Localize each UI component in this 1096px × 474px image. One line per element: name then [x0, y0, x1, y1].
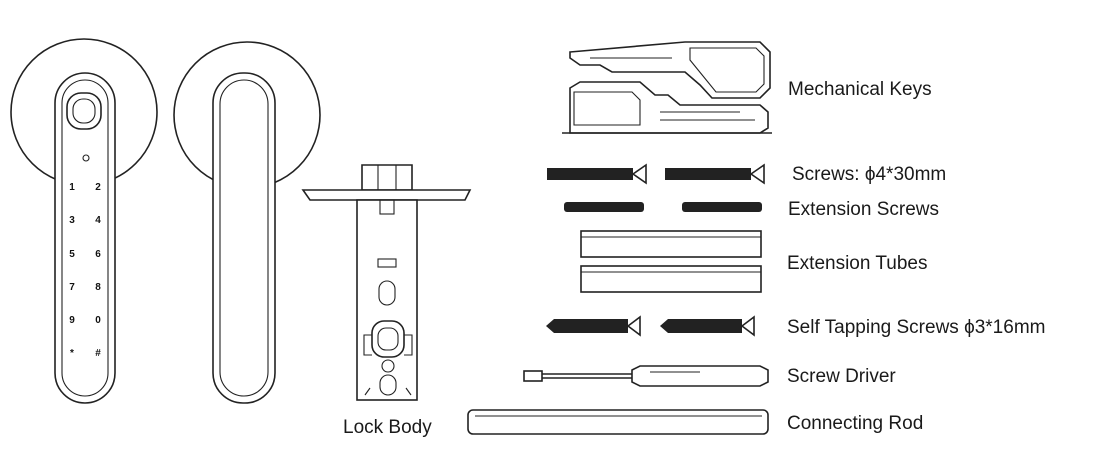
mechanical-keys-label: Mechanical Keys: [788, 79, 932, 100]
self-tapping-screws-label: Self Tapping Screws ϕ3*16mm: [787, 317, 1045, 338]
connecting-rod-drawing: [467, 409, 769, 435]
extension-screws-drawing: [564, 202, 762, 212]
screws-label: Screws: ϕ4*30mm: [792, 164, 946, 185]
key-3: 3: [69, 215, 75, 226]
extension-tubes-label: Extension Tubes: [787, 253, 927, 274]
connecting-rod-label: Connecting Rod: [787, 413, 923, 434]
key-0: 0: [95, 315, 101, 326]
screw-driver-label: Screw Driver: [787, 366, 896, 387]
key-8: 8: [95, 282, 101, 293]
key-star: *: [70, 348, 74, 359]
screw-driver-drawing: [523, 365, 769, 387]
front-handle-keypad: 1 2 3 4 5 6 7 8 9 0 * #: [10, 38, 158, 404]
extension-tubes-drawing: [580, 230, 762, 293]
lock-body-label: Lock Body: [343, 417, 432, 438]
screws-4x30-drawing: [547, 163, 765, 185]
key-9: 9: [69, 315, 75, 326]
keypad: 1 2 3 4 5 6 7 8 9 0 * #: [69, 182, 101, 359]
key-2: 2: [95, 182, 101, 193]
lock-body: Lock Body: [301, 164, 472, 438]
key-1: 1: [69, 182, 75, 193]
back-handle: [173, 41, 321, 404]
key-7: 7: [69, 282, 75, 293]
mechanical-keys-drawing: [562, 41, 772, 134]
self-tapping-screws-drawing: [546, 315, 755, 337]
fingerprint-sensor: [66, 92, 102, 130]
extension-screws-label: Extension Screws: [788, 199, 939, 220]
key-6: 6: [95, 249, 101, 260]
key-5: 5: [69, 249, 75, 260]
key-hash: #: [95, 348, 101, 359]
key-4: 4: [95, 215, 101, 226]
